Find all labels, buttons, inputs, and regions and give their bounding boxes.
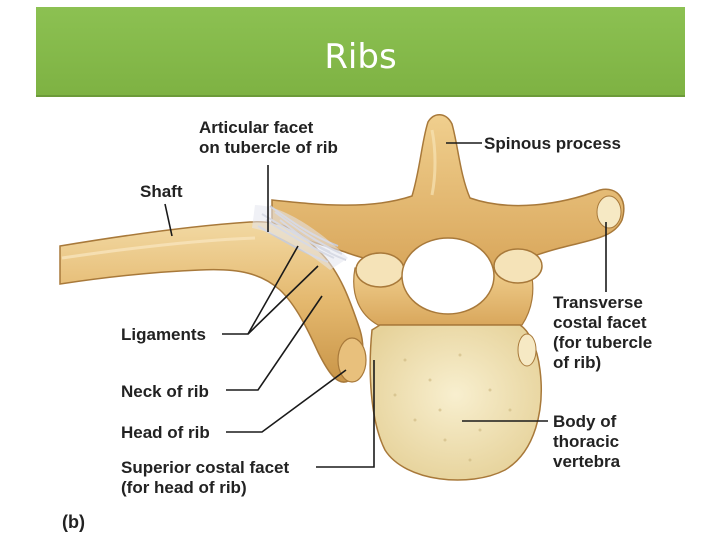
transverse-facet-shape xyxy=(596,195,622,229)
panel-letter: (b) xyxy=(62,512,85,532)
vertebral-body xyxy=(369,324,542,481)
label-transverse-costal-facet: Transverse costal facet (for tubercle of… xyxy=(553,293,653,372)
label-shaft: Shaft xyxy=(140,182,183,201)
label-head-of-rib: Head of rib xyxy=(121,423,210,442)
label-ligaments: Ligaments xyxy=(121,325,207,344)
slide-title: Ribs xyxy=(324,37,397,77)
label-superior-costal-facet: Superior costal facet (for head of rib) xyxy=(121,458,290,497)
leader-lines xyxy=(164,142,607,468)
label-articular-facet: Articular facet on tubercle of rib xyxy=(199,118,338,157)
title-bar: Ribs xyxy=(36,7,685,97)
vertebral-foramen xyxy=(401,237,495,315)
label-neck-of-rib: Neck of rib xyxy=(121,382,209,401)
label-body-of-vertebra: Body of thoracic vertebra xyxy=(553,412,621,471)
rib-head xyxy=(337,337,367,383)
label-spinous-process: Spinous process xyxy=(484,134,621,153)
